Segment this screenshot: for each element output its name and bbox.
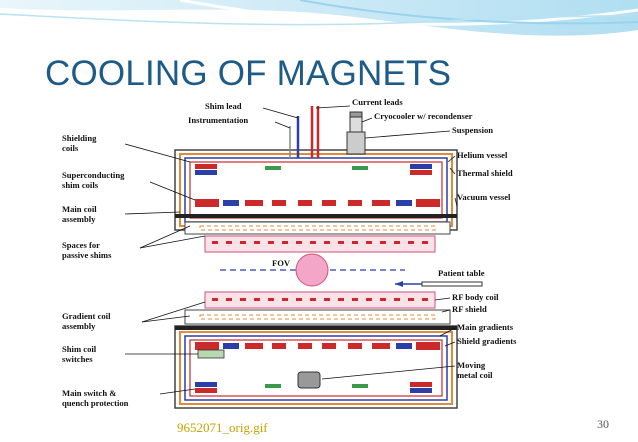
label-main-gradients: Main gradients bbox=[457, 322, 514, 332]
label-current-leads: Current leads bbox=[352, 97, 403, 107]
label-gradient-1: Gradient coil bbox=[62, 311, 111, 321]
image-caption: 9652071_orig.gif bbox=[177, 420, 268, 435]
label-helium-vessel: Helium vessel bbox=[457, 150, 508, 160]
bottom-cryostat bbox=[174, 291, 458, 409]
label-suspension: Suspension bbox=[452, 125, 493, 135]
label-shielding-coils-1: Shielding bbox=[62, 133, 97, 143]
label-cryocooler: Cryocooler w/ recondenser bbox=[374, 111, 473, 121]
label-patient-table: Patient table bbox=[438, 268, 485, 278]
page-number: 30 bbox=[597, 417, 609, 431]
label-main-coil-1: Main coil bbox=[62, 204, 97, 214]
label-shielding-coils-2: coils bbox=[62, 143, 79, 153]
header-wave-decoration bbox=[0, 0, 638, 48]
label-spaces-2: passive shims bbox=[62, 250, 112, 260]
label-shim-switches-2: switches bbox=[62, 354, 93, 364]
label-moving-metal-1: Moving bbox=[457, 360, 486, 370]
label-superconducting-2: shim coils bbox=[62, 180, 99, 190]
field-of-view bbox=[220, 253, 405, 287]
label-shim-switches-1: Shim coil bbox=[62, 344, 97, 354]
label-thermal-shield: Thermal shield bbox=[457, 168, 513, 178]
slide-title: COOLING OF MAGNETS bbox=[45, 54, 452, 93]
label-rf-body-coil: RF body coil bbox=[452, 292, 499, 302]
label-moving-metal-2: metal coil bbox=[457, 370, 493, 380]
label-rf-shield: RF shield bbox=[452, 304, 487, 314]
patient-table bbox=[395, 281, 483, 287]
label-superconducting-1: Superconducting bbox=[62, 170, 125, 180]
label-vacuum-vessel: Vacuum vessel bbox=[457, 192, 511, 202]
label-spaces-1: Spaces for bbox=[62, 240, 100, 250]
label-main-coil-2: assembly bbox=[62, 214, 96, 224]
label-gradient-2: assembly bbox=[62, 321, 96, 331]
mri-magnet-diagram: Shim lead Current leads Instrumentation … bbox=[60, 96, 585, 414]
label-main-switch-2: quench protection bbox=[62, 398, 129, 408]
label-instrumentation: Instrumentation bbox=[188, 115, 248, 125]
label-fov: FOV bbox=[272, 258, 291, 268]
label-shield-gradients: Shield gradients bbox=[457, 336, 517, 346]
label-shim-lead: Shim lead bbox=[205, 101, 242, 111]
label-main-switch-1: Main switch & bbox=[62, 388, 116, 398]
